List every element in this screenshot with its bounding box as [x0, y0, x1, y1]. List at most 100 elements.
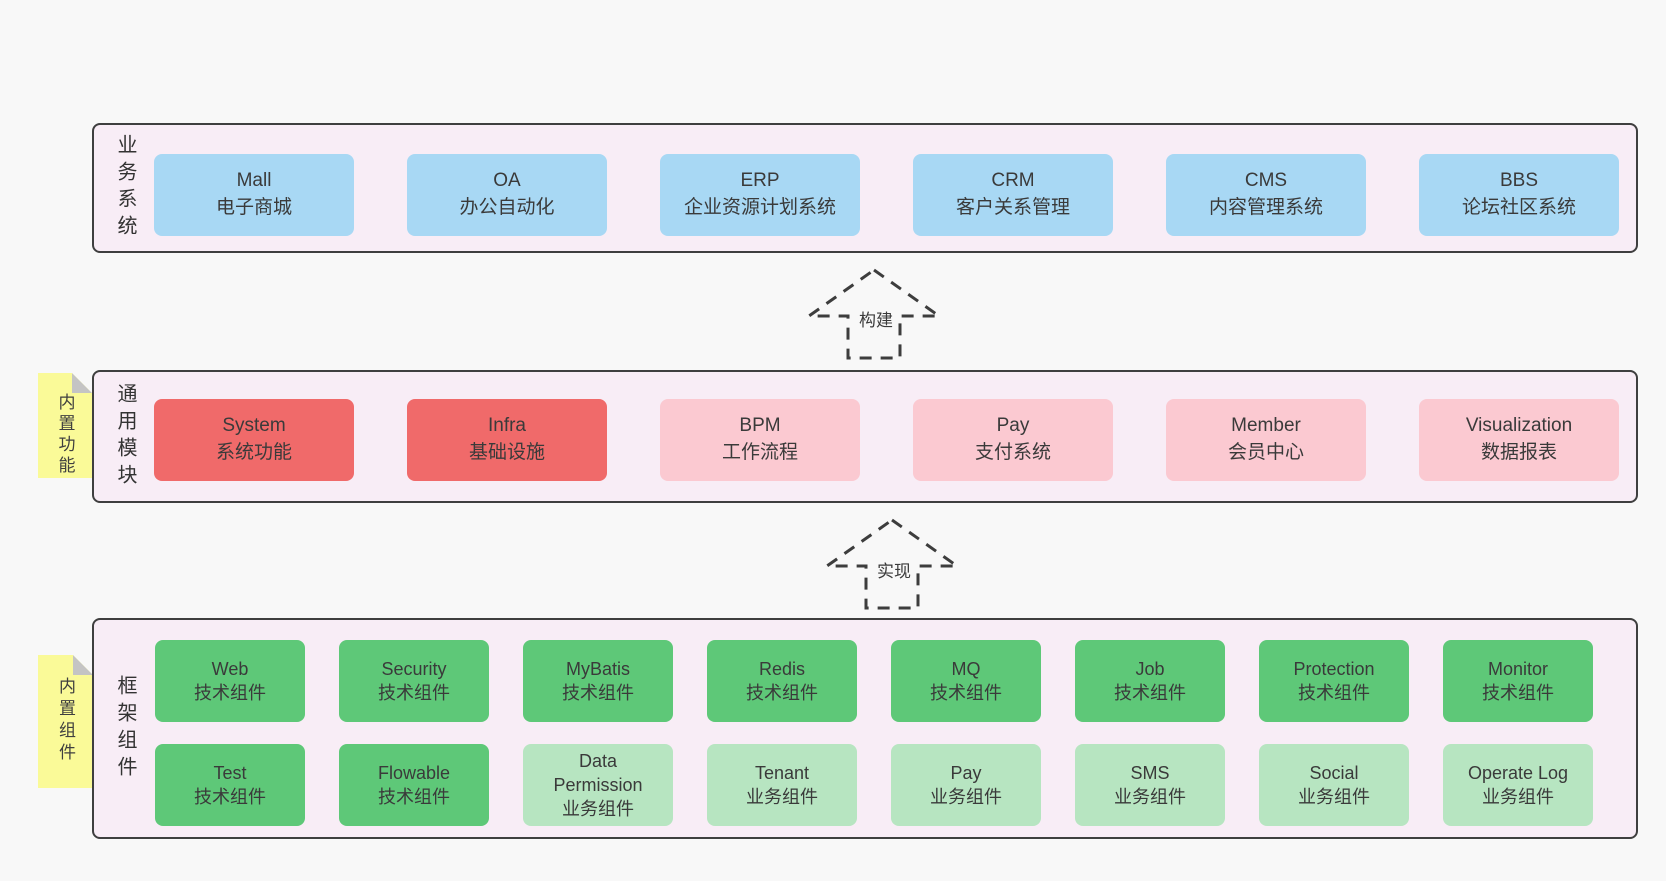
box-mall: Mall 电子商城 — [154, 154, 354, 236]
box-pay-component: Pay 业务组件 — [891, 744, 1041, 826]
box-title: Web — [211, 658, 249, 679]
box-subtitle: 技术组件 — [562, 683, 634, 703]
box-system: System 系统功能 — [154, 399, 354, 481]
box-subtitle: 技术组件 — [930, 683, 1002, 703]
box-title: MyBatis — [565, 658, 630, 679]
common-modules-row: System 系统功能 Infra 基础设施 BPM 工作流程 Pay 支付系统… — [154, 399, 1619, 481]
box-subtitle: 系统功能 — [215, 442, 292, 463]
box-subtitle: 业务组件 — [562, 799, 634, 820]
box-title: Flowable — [377, 762, 451, 783]
box-title: Job — [1135, 658, 1165, 679]
builtin-features-note: 内置功能 — [38, 373, 92, 478]
box-subtitle: 内容管理系统 — [1208, 197, 1323, 218]
business-systems-layer: 业务系统 Mall 电子商城 OA 办公自动化 ERP 企业资源计划系统 CRM… — [92, 123, 1638, 253]
box-title: CMS — [1244, 170, 1288, 192]
box-pay-module: Pay 支付系统 — [913, 399, 1113, 481]
common-modules-label: 通用模块 — [110, 372, 140, 501]
box-subtitle: 电子商城 — [215, 197, 292, 218]
box-tenant: Tenant 业务组件 — [707, 744, 857, 826]
implement-arrow — [822, 518, 962, 610]
box-title: Tenant — [754, 762, 810, 783]
box-web: Web 技术组件 — [155, 640, 305, 722]
box-title: Member — [1231, 415, 1301, 437]
box-subtitle: 支付系统 — [974, 442, 1051, 463]
box-subtitle: 技术组件 — [1114, 683, 1186, 703]
box-title: Visualization — [1465, 415, 1573, 437]
box-subtitle: 技术组件 — [194, 683, 266, 703]
business-systems-row: Mall 电子商城 OA 办公自动化 ERP 企业资源计划系统 CRM 客户关系… — [154, 154, 1619, 236]
box-member: Member 会员中心 — [1166, 399, 1366, 481]
box-subtitle: 办公自动化 — [459, 197, 555, 218]
box-title: MQ — [951, 658, 981, 679]
box-subtitle: 技术组件 — [1298, 683, 1370, 703]
box-subtitle: 业务组件 — [1482, 787, 1554, 807]
box-subtitle: 企业资源计划系统 — [683, 197, 836, 218]
box-subtitle: 基础设施 — [468, 442, 545, 463]
build-arrow — [804, 268, 944, 360]
box-title: Operate Log — [1467, 762, 1569, 783]
box-social: Social 业务组件 — [1259, 744, 1409, 826]
box-mybatis: MyBatis 技术组件 — [523, 640, 673, 722]
box-cms: CMS 内容管理系统 — [1166, 154, 1366, 236]
framework-components-label: 框架组件 — [110, 620, 140, 837]
framework-components-label-text: 框架组件 — [114, 674, 136, 783]
business-systems-label-text: 业务系统 — [114, 134, 136, 242]
box-subtitle: 论坛社区系统 — [1461, 197, 1576, 218]
box-crm: CRM 客户关系管理 — [913, 154, 1113, 236]
box-subtitle: 业务组件 — [1114, 787, 1186, 807]
box-erp: ERP 企业资源计划系统 — [660, 154, 860, 236]
box-title: Mall — [236, 170, 272, 192]
box-subtitle: 数据报表 — [1480, 442, 1557, 463]
box-title: Infra — [487, 415, 527, 437]
box-subtitle: 客户关系管理 — [955, 197, 1070, 218]
framework-components-row-2: Test 技术组件 Flowable 技术组件 Data Permission … — [155, 744, 1593, 826]
box-title: Protection — [1293, 658, 1375, 679]
box-title: Data Permission — [553, 750, 643, 795]
box-subtitle: 技术组件 — [746, 683, 818, 703]
box-monitor: Monitor 技术组件 — [1443, 640, 1593, 722]
builtin-features-note-label: 内置功能 — [55, 393, 75, 477]
box-bpm: BPM 工作流程 — [660, 399, 860, 481]
box-subtitle: 工作流程 — [721, 442, 798, 463]
box-subtitle: 技术组件 — [194, 787, 266, 807]
box-subtitle: 技术组件 — [1482, 683, 1554, 703]
box-data-permission: Data Permission 业务组件 — [523, 744, 673, 826]
common-modules-label-text: 通用模块 — [114, 382, 136, 491]
builtin-components-note: 内置组件 — [38, 655, 93, 788]
box-visualization: Visualization 数据报表 — [1419, 399, 1619, 481]
box-subtitle: 会员中心 — [1227, 442, 1304, 463]
box-subtitle: 业务组件 — [746, 787, 818, 807]
box-job: Job 技术组件 — [1075, 640, 1225, 722]
box-mq: MQ 技术组件 — [891, 640, 1041, 722]
box-title: Security — [381, 658, 447, 679]
box-protection: Protection 技术组件 — [1259, 640, 1409, 722]
box-infra: Infra 基础设施 — [407, 399, 607, 481]
framework-components-layer: 框架组件 Web 技术组件 Security 技术组件 MyBatis 技术组件… — [92, 618, 1638, 839]
implement-arrow-label: 实现 — [872, 556, 916, 583]
business-systems-label: 业务系统 — [110, 125, 140, 251]
box-title: Redis — [758, 658, 806, 679]
box-subtitle: 技术组件 — [378, 787, 450, 807]
box-oa: OA 办公自动化 — [407, 154, 607, 236]
box-test: Test 技术组件 — [155, 744, 305, 826]
builtin-components-note-label: 内置组件 — [56, 677, 75, 765]
framework-components-row-1: Web 技术组件 Security 技术组件 MyBatis 技术组件 Redi… — [155, 640, 1593, 722]
box-title: Pay — [996, 415, 1030, 437]
common-modules-layer: 通用模块 System 系统功能 Infra 基础设施 BPM 工作流程 Pay… — [92, 370, 1638, 503]
box-title: Pay — [950, 762, 982, 783]
box-title: OA — [493, 170, 521, 192]
box-subtitle: 业务组件 — [1298, 787, 1370, 807]
box-redis: Redis 技术组件 — [707, 640, 857, 722]
box-bbs: BBS 论坛社区系统 — [1419, 154, 1619, 236]
box-title: System — [222, 415, 286, 437]
box-flowable: Flowable 技术组件 — [339, 744, 489, 826]
box-title: Test — [213, 762, 247, 783]
box-operate-log: Operate Log 业务组件 — [1443, 744, 1593, 826]
box-title: CRM — [991, 170, 1035, 192]
box-title: Monitor — [1487, 658, 1549, 679]
box-title: BPM — [739, 415, 781, 437]
box-title: Social — [1309, 762, 1359, 783]
box-security: Security 技术组件 — [339, 640, 489, 722]
box-subtitle: 业务组件 — [930, 787, 1002, 807]
box-title: BBS — [1499, 170, 1539, 192]
